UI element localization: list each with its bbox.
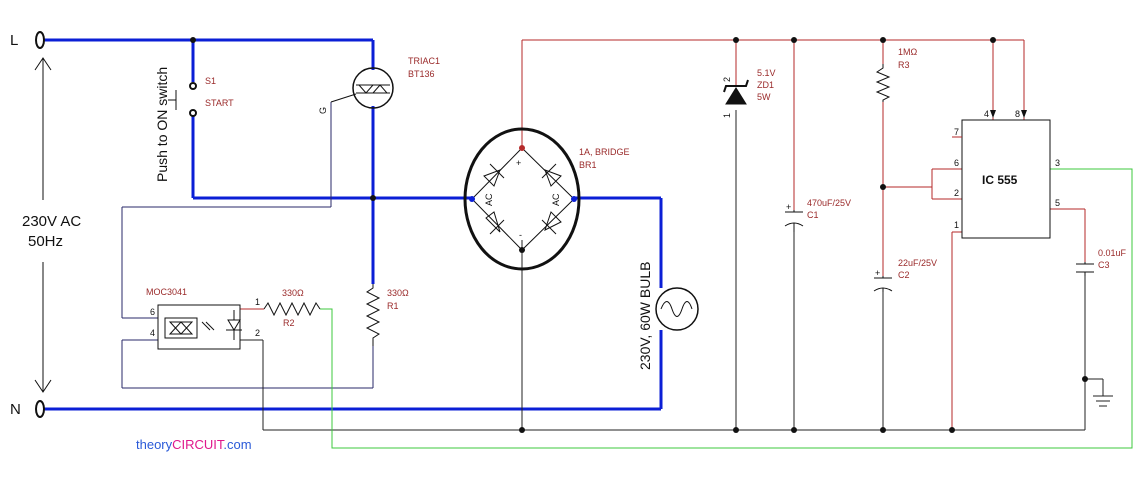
r1-value: 330Ω: [387, 288, 409, 298]
ic-pin-2: 2: [954, 188, 959, 198]
r3-value: 1MΩ: [898, 47, 918, 57]
optocoupler-moc3041: [157, 304, 242, 350]
neutral-label: N: [10, 401, 21, 418]
voltage-arrow: [34, 57, 52, 393]
r3-ref: R3: [898, 60, 910, 70]
ic-pin-3: 3: [1055, 158, 1060, 168]
opto-pin-1: 1: [255, 297, 260, 307]
r2-ref: R2: [283, 318, 295, 328]
ic-555: [961, 119, 1051, 239]
bridge-minus: -: [519, 230, 522, 240]
switch-caption: Push to ON switch: [154, 67, 170, 182]
bridge-terminals: [469, 145, 577, 253]
triac-ref: TRIAC1: [408, 56, 440, 66]
resistor-r1: [365, 284, 381, 346]
opto-pin-2: 2: [255, 328, 260, 338]
brand-part-3: .com: [223, 437, 251, 452]
junction-dots: [190, 37, 1088, 433]
triac-gate-pin: G: [318, 107, 328, 114]
triac-part: BT136: [408, 69, 435, 79]
bridge-ac-right: AC: [551, 193, 561, 206]
brand-watermark: theoryCIRCUIT.com: [136, 437, 252, 452]
capacitor-c1: [784, 210, 804, 232]
mains-voltage-label: 230V AC: [22, 213, 81, 230]
neutral-terminal: [35, 400, 45, 418]
zener-power: 5W: [757, 92, 771, 102]
r1-ref: R1: [387, 301, 399, 311]
r2-value: 330Ω: [282, 288, 304, 298]
c1-plus: +: [786, 202, 791, 212]
zener-pin-2: 2: [722, 77, 732, 82]
switch-ref: S1: [205, 76, 216, 86]
ic-pin-5: 5: [1055, 198, 1060, 208]
optocoupler-part: MOC3041: [146, 287, 187, 297]
capacitor-c3: [1076, 262, 1094, 276]
c1-ref: C1: [807, 210, 819, 220]
ic-pin-arrows: [990, 110, 1027, 118]
resistor-r2: [263, 301, 321, 317]
ic-pin-8: 8: [1015, 109, 1020, 119]
brand-part-2: CIRCUIT: [172, 437, 225, 452]
c3-value: 0.01uF: [1098, 248, 1127, 258]
bridge-plus: +: [516, 158, 521, 168]
zener-voltage: 5.1V: [757, 68, 776, 78]
dc-wiring: [240, 39, 1086, 430]
c2-ref: C2: [898, 270, 910, 280]
zener-ref: ZD1: [757, 80, 774, 90]
ic-pin-7: 7: [954, 127, 959, 137]
ic-pin-4: 4: [984, 109, 989, 119]
bridge-ac-left: AC: [484, 193, 494, 206]
brand-part-1: theory: [136, 437, 173, 452]
opto-pin-4: 4: [150, 328, 155, 338]
bulb-label: 230V, 60W BULB: [637, 262, 653, 370]
capacitor-c2: [873, 276, 893, 292]
triac-bt136: [330, 67, 394, 109]
mains-wiring: [44, 38, 663, 411]
bridge-rectifier-br1: [463, 127, 581, 271]
opto-pin-6: 6: [150, 307, 155, 317]
resistor-r3: [875, 64, 891, 102]
ground-wiring: [240, 110, 1113, 431]
ic-name: IC 555: [982, 173, 1018, 187]
line-label: L: [10, 32, 18, 49]
lamp-bulb: [655, 287, 699, 331]
control-wiring: [121, 102, 374, 389]
c3-ref: C3: [1098, 260, 1110, 270]
ic-pin-1: 1: [954, 220, 959, 230]
switch-name: START: [205, 98, 234, 108]
bridge-value: 1A, BRIDGE: [579, 147, 630, 157]
push-switch-s1: [168, 82, 197, 117]
c2-plus: +: [875, 268, 880, 278]
ic-pin-6: 6: [954, 158, 959, 168]
line-terminal: [35, 31, 45, 49]
c2-value: 22uF/25V: [898, 258, 937, 268]
output-signal-wire: [320, 168, 1133, 449]
c1-value: 470uF/25V: [807, 198, 851, 208]
zener-diode-zd1: [723, 79, 749, 105]
bridge-ref: BR1: [579, 160, 597, 170]
zener-pin-1: 1: [722, 113, 732, 118]
mains-frequency-label: 50Hz: [28, 233, 63, 250]
